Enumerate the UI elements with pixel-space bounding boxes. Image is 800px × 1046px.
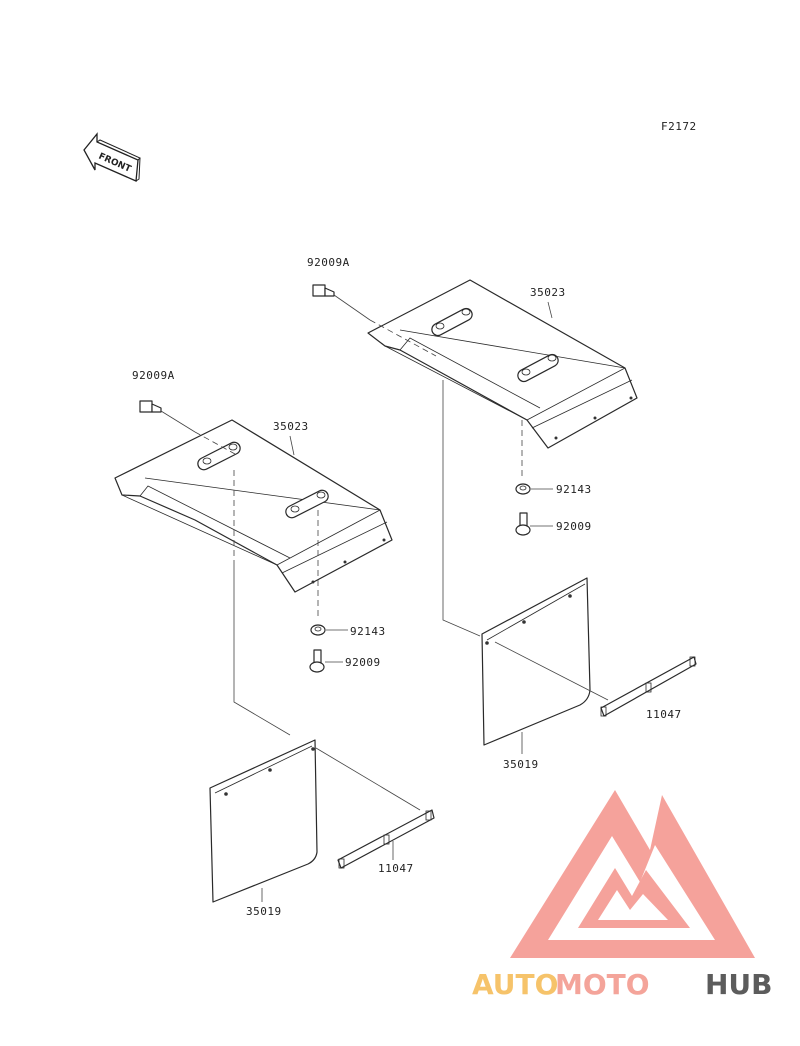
label-bolt-top: 92009A [307, 256, 350, 269]
cover-top-boss [517, 353, 559, 383]
front-arrow-icon: FRONT [83, 132, 141, 182]
washer-left [310, 624, 326, 636]
label-bolt-left: 92009A [132, 369, 175, 382]
cover-top-boss [431, 307, 473, 337]
cover-top [367, 279, 638, 449]
cover-left-assembly [114, 419, 393, 593]
cover-left [114, 419, 393, 593]
cover-left-boss [285, 489, 329, 519]
label-cover-top: 35023 [530, 286, 566, 299]
watermark-text-3: HUB [705, 968, 773, 1001]
cover-left-boss [197, 441, 241, 471]
screw-right [515, 512, 531, 536]
watermark-text: AUTO MOTO HUB [472, 968, 773, 1001]
label-screw-right: 92009 [556, 520, 592, 533]
label-bracket-right: 11047 [646, 708, 682, 721]
label-bracket-left: 11047 [378, 862, 414, 875]
label-flap-right: 35019 [503, 758, 539, 771]
washer-right [515, 483, 531, 495]
bracket-right [600, 656, 697, 717]
watermark-text-1: AUTO [472, 968, 558, 1001]
label-washer-left: 92143 [350, 625, 386, 638]
bracket-left [337, 809, 435, 869]
label-washer-right: 92143 [556, 483, 592, 496]
flap-right [481, 577, 591, 746]
screw-left [309, 649, 325, 673]
bolt-left [139, 400, 236, 455]
bolt-top [312, 284, 437, 357]
cover-top-assembly [367, 279, 638, 449]
figure-code: F2172 [661, 120, 697, 133]
label-flap-left: 35019 [246, 905, 282, 918]
label-cover-left: 35023 [273, 420, 309, 433]
watermark-text-2: MOTO [555, 968, 650, 1001]
flap-left [209, 739, 318, 903]
watermark-logo-icon [510, 790, 755, 958]
label-screw-left: 92009 [345, 656, 381, 669]
